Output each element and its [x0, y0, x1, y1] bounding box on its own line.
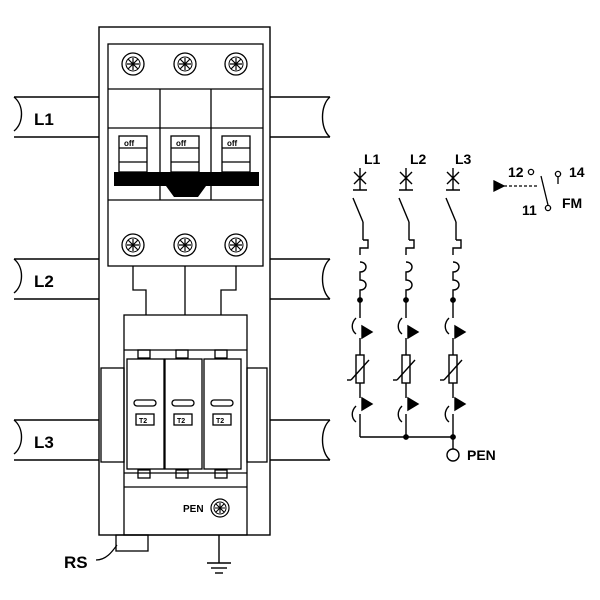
module-label-2: T2	[177, 418, 185, 425]
screw-icon	[121, 52, 145, 76]
phase-branch-3	[440, 168, 467, 440]
rail-label-l2: L2	[34, 272, 54, 291]
pen-terminal-label: PEN	[183, 504, 204, 515]
spark-gap-icon	[397, 405, 403, 423]
rail-l1-break	[13, 96, 23, 132]
rail-label-l1: L1	[34, 110, 54, 129]
phase-branch-2	[393, 168, 420, 440]
module-label-1: T2	[139, 418, 147, 425]
handle-tie-bar	[114, 172, 259, 197]
disconnector-icon	[446, 168, 460, 191]
switch-blade	[398, 197, 410, 223]
coil-icon	[452, 261, 460, 300]
contact-11-label: 11	[522, 202, 537, 218]
pen-terminal-icon	[446, 448, 460, 462]
coil-icon	[359, 261, 367, 300]
rail-label-l3: L3	[34, 433, 54, 452]
rail-l2-break	[13, 258, 23, 294]
spark-gap-icon	[351, 405, 357, 423]
disconnector-icon	[399, 168, 413, 191]
fm-contact	[493, 168, 562, 212]
thermal-trip-icon	[405, 239, 415, 255]
switch-label-2: off	[176, 139, 187, 148]
contact-14-label: 14	[569, 164, 585, 180]
spark-gap-arrow-icon	[454, 324, 467, 340]
ground-icon	[207, 535, 231, 574]
connecting-wires	[132, 266, 237, 315]
pen-label: PEN	[467, 447, 496, 463]
phase-label-l1: L1	[364, 151, 381, 167]
screw-icon	[224, 52, 248, 76]
din-rails	[13, 96, 331, 461]
arrow-icon	[493, 179, 506, 193]
module-label-3: T2	[216, 418, 224, 425]
phase-label-l2: L2	[410, 151, 427, 167]
fm-label: FM	[562, 195, 582, 211]
screw-icon	[173, 233, 197, 257]
rail-l3-break	[13, 419, 23, 455]
spark-gap-icon	[444, 405, 450, 423]
switch-label-1: off	[124, 139, 135, 148]
switch-label-3: off	[227, 139, 238, 148]
switch-blade	[445, 197, 457, 223]
thermal-trip-icon	[452, 239, 462, 255]
contact-12-label: 12	[508, 164, 524, 180]
circuit-breaker	[107, 43, 264, 267]
surge-arrester	[100, 314, 268, 536]
junction-dot	[403, 434, 409, 440]
phase-branch-1	[347, 168, 374, 437]
varistor-slash	[350, 359, 370, 381]
rs-leader-line	[95, 544, 118, 561]
spark-gap-arrow-icon	[361, 396, 374, 412]
screw-icon	[121, 233, 145, 257]
breaker-screws	[121, 52, 248, 257]
spark-gap-arrow-icon	[407, 396, 420, 412]
spark-gap-icon	[397, 317, 403, 335]
spark-gap-icon	[444, 317, 450, 335]
spark-gap-arrow-icon	[361, 324, 374, 340]
switch-blade	[352, 197, 364, 223]
rs-label: RS	[64, 553, 88, 572]
spark-gap-icon	[351, 317, 357, 335]
spark-gap-arrow-icon	[454, 396, 467, 412]
junction-dot	[450, 434, 456, 440]
screw-icon	[173, 52, 197, 76]
schematic	[347, 168, 467, 462]
coil-icon	[405, 261, 413, 300]
disconnector-icon	[353, 168, 367, 191]
thermal-trip-icon	[359, 239, 369, 255]
varistor-slash	[396, 359, 416, 381]
phase-label-l3: L3	[455, 151, 472, 167]
screw-icon	[210, 498, 230, 518]
varistor-slash	[443, 359, 463, 381]
spark-gap-arrow-icon	[407, 324, 420, 340]
rs-connector	[115, 534, 149, 552]
screw-icon	[224, 233, 248, 257]
